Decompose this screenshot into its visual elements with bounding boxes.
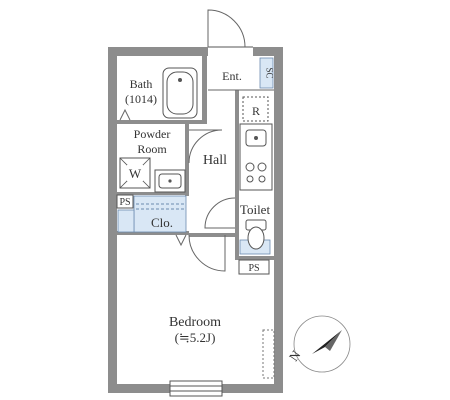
- closet: [117, 195, 187, 233]
- bedroom-size-label: (≒5.2J): [175, 330, 216, 345]
- refrigerator-label: R: [252, 104, 260, 118]
- pipe-space-left: [116, 194, 134, 209]
- pipe-space-right: [238, 259, 270, 275]
- pipe-space-left-label: PS: [119, 197, 130, 208]
- bathtub: [162, 67, 198, 119]
- washer-label: W: [129, 166, 142, 181]
- pipe-space-right-label: PS: [248, 263, 259, 274]
- bath-label: Bath: [130, 77, 153, 91]
- powder-room-label-line1: Powder: [134, 127, 171, 141]
- bath-door: [119, 108, 131, 121]
- shoe-closet-label: SC: [265, 67, 275, 78]
- powder-room-label-line2: Room: [137, 142, 167, 156]
- bedroom-door: [188, 234, 226, 272]
- refrigerator-space: [242, 96, 269, 122]
- compass-north-arrow-icon: [293, 315, 351, 373]
- bedroom-fixture: [262, 329, 275, 379]
- powder-room-door: [188, 129, 223, 164]
- entrance-label: Ent.: [222, 69, 242, 83]
- toilet-label: Toilet: [240, 202, 271, 217]
- washing-machine: [119, 157, 151, 189]
- hall-label: Hall: [203, 153, 227, 168]
- bottom-window: [169, 380, 223, 397]
- bedroom-label: Bedroom: [169, 315, 221, 330]
- entrance-door: [207, 9, 253, 48]
- vanity-sink: [154, 169, 186, 193]
- interior-walls: [117, 56, 274, 260]
- toilet-door: [204, 197, 236, 229]
- toilet-bowl: [239, 219, 271, 255]
- closet-label: Clo.: [151, 215, 173, 230]
- kitchen-counter: [239, 123, 273, 191]
- bath-size-label: (1014): [125, 92, 157, 106]
- shoe-closet: [259, 57, 274, 89]
